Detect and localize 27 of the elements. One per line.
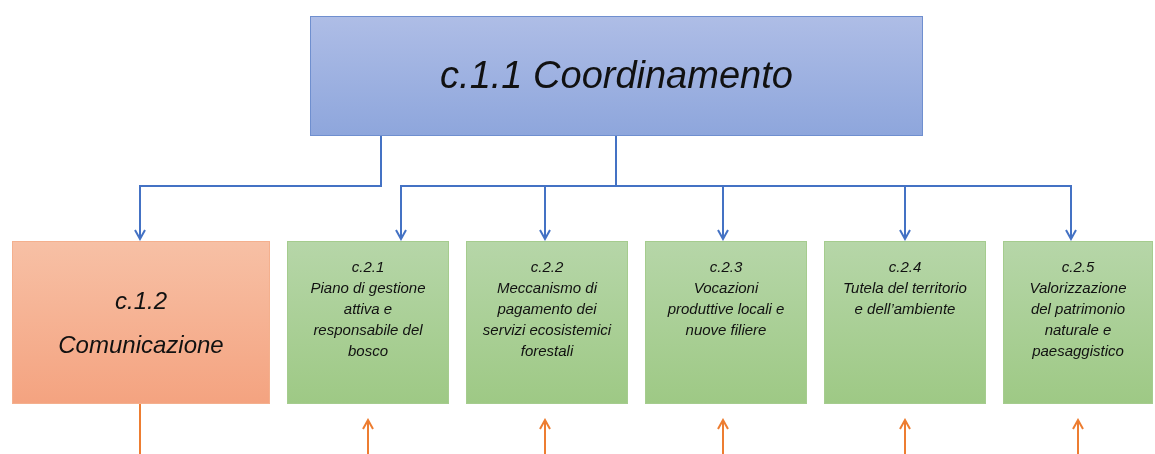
task-box: [824, 241, 986, 404]
process-box: [12, 241, 270, 404]
task-box: [1003, 241, 1153, 404]
box-code: c.2.3: [709, 257, 743, 277]
connector-line: [139, 403, 141, 454]
box-code: c.2.4: [888, 257, 922, 277]
task-box: [287, 241, 449, 404]
box-title: Comunicazione: [58, 329, 224, 360]
box-title: Meccanismo di pagamento dei servizi ecosistemici forestali: [481, 278, 613, 361]
arrow: [717, 419, 729, 454]
task-box: [645, 241, 807, 404]
box-title: Valorizzazione del patrimonio naturale e paesaggistico: [1028, 278, 1128, 361]
box-code: c.2.5: [1061, 257, 1095, 277]
box-code: c.2.2: [530, 257, 564, 277]
box-code: c.1.2: [115, 285, 167, 316]
arrow: [134, 135, 382, 240]
arrow: [899, 419, 911, 454]
arrow: [1072, 419, 1084, 454]
box-title: c.1.1 Coordinamento: [440, 53, 793, 99]
arrow: [539, 419, 551, 454]
box-title: Vocazioni produttive locali e nuove filiere: [666, 278, 786, 340]
box-code: c.2.1: [351, 257, 385, 277]
task-box: [466, 241, 628, 404]
box-title: Tutela del territorio e dell’ambiente: [842, 278, 968, 319]
header-box: [310, 16, 923, 136]
arrow: [362, 419, 374, 454]
box-title: Piano di gestione attiva e responsabile del bosco: [309, 278, 427, 361]
